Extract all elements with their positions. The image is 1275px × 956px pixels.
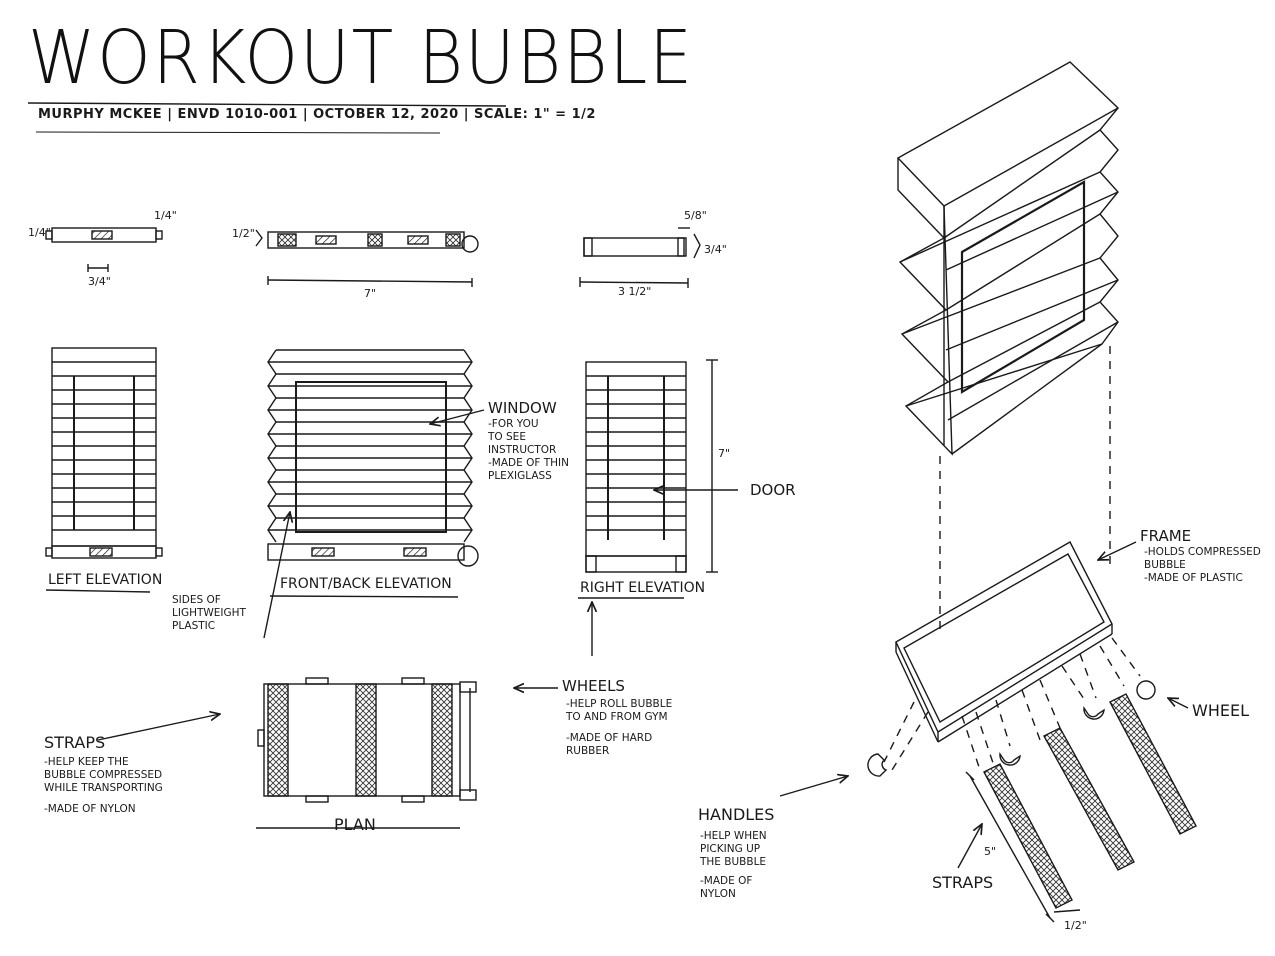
sheet-title: WORKOUT BUBBLE [28, 15, 695, 101]
handles-note-4: -MADE OF [700, 875, 753, 887]
sides-note-2: LIGHTWEIGHT [172, 607, 246, 619]
dim-left-width: 3/4" [88, 275, 111, 288]
window-callout-label: WINDOW [488, 399, 557, 417]
subtitle-underline [35, 131, 441, 134]
window-note-2: TO SEE [488, 431, 526, 443]
handles-note-2: PICKING UP [700, 843, 761, 855]
dim-strap-width: 1/2" [1064, 919, 1087, 932]
frame-note-1: -HOLDS COMPRESSED [1144, 546, 1261, 558]
frame-callout-notes: -HOLDS COMPRESSED BUBBLE -MADE OF PLASTI… [1144, 546, 1261, 585]
frame-callout-label: FRAME [1140, 527, 1192, 545]
right-elevation-label: RIGHT ELEVATION [580, 580, 706, 596]
straps-plan-callout-label: STRAPS [44, 733, 106, 752]
door-callout-label: DOOR [750, 481, 796, 499]
handles-note-5: NYLON [700, 888, 736, 900]
dim-left-tab: 1/4" [154, 209, 177, 222]
wheels-note-4: RUBBER [566, 745, 610, 757]
sides-note-1: SIDES OF [172, 594, 221, 606]
window-note-1: -FOR YOU [488, 418, 539, 430]
wheel-iso-callout-label: WHEEL [1192, 701, 1249, 720]
title-underline [27, 102, 507, 107]
handles-note-3: THE BUBBLE [700, 856, 767, 868]
dim-left-thickness: 1/4" [28, 226, 51, 239]
right-elevation-drawing [578, 359, 718, 599]
iso-straps-drawing [965, 693, 1197, 923]
dim-right-height: 3/4" [704, 243, 727, 256]
wheels-callout-notes: -HELP ROLL BUBBLE TO AND FROM GYM -MADE … [566, 698, 672, 758]
dim-right-tab: 5/8" [684, 209, 707, 222]
left-elevation-drawing [45, 347, 163, 593]
frame-note-2: BUBBLE [1144, 559, 1186, 571]
iso-frame-drawing [895, 541, 1113, 743]
plan-drawing [256, 677, 477, 829]
window-note-4: -MADE OF THIN [488, 457, 569, 469]
window-note-5: PLEXIGLASS [488, 470, 552, 482]
straps-plan-note-1: -HELP KEEP THE [44, 756, 129, 768]
left-elevation-label: LEFT ELEVATION [48, 572, 163, 588]
straps-plan-callout-notes: -HELP KEEP THE BUBBLE COMPRESSED WHILE T… [44, 756, 163, 816]
iso-bubble-drawing [896, 61, 1120, 456]
leader-arrows [97, 409, 1189, 869]
plan-label: PLAN [334, 815, 376, 834]
iso-wheel-drawing [1136, 680, 1156, 700]
straps-plan-note-2: BUBBLE COMPRESSED [44, 769, 163, 781]
dim-right-length: 3 1/2" [618, 285, 652, 298]
handles-callout-notes: -HELP WHEN PICKING UP THE BUBBLE -MADE O… [700, 830, 767, 901]
dim-elevation-height: 7" [718, 447, 731, 460]
front-section-view [255, 229, 479, 287]
wheels-callout-label: WHEELS [562, 677, 625, 695]
straps-plan-note-3: WHILE TRANSPORTING [44, 782, 163, 794]
front-elevation-label: FRONT/BACK ELEVATION [280, 576, 452, 592]
dim-front-length: 7" [364, 287, 377, 300]
left-section-view [45, 227, 163, 272]
sides-callout-notes: SIDES OF LIGHTWEIGHT PLASTIC [172, 594, 246, 633]
iso-handles-drawing [867, 705, 1105, 777]
sides-note-3: PLASTIC [172, 620, 216, 632]
front-elevation-drawing [267, 349, 479, 598]
projection-lines [883, 346, 1141, 771]
window-note-3: INSTRUCTOR [488, 444, 557, 456]
window-callout-notes: -FOR YOU TO SEE INSTRUCTOR -MADE OF THIN… [488, 418, 569, 483]
sheet-subtitle: MURPHY MCKEE | ENVD 1010-001 | OCTOBER 1… [38, 107, 596, 122]
wheels-note-2: TO AND FROM GYM [566, 711, 668, 723]
straps-plan-note-4: -MADE OF NYLON [44, 803, 136, 815]
straps-iso-callout-label: STRAPS [932, 873, 994, 892]
handles-callout-label: HANDLES [698, 805, 775, 824]
dim-front-height: 1/2" [232, 227, 255, 240]
handles-note-1: -HELP WHEN [700, 830, 767, 842]
wheels-note-1: -HELP ROLL BUBBLE [566, 698, 673, 710]
right-section-view [579, 227, 701, 288]
dim-strap-length: 5" [984, 845, 997, 858]
frame-note-3: -MADE OF PLASTIC [1144, 572, 1243, 584]
wheels-note-3: -MADE OF HARD [566, 732, 653, 744]
